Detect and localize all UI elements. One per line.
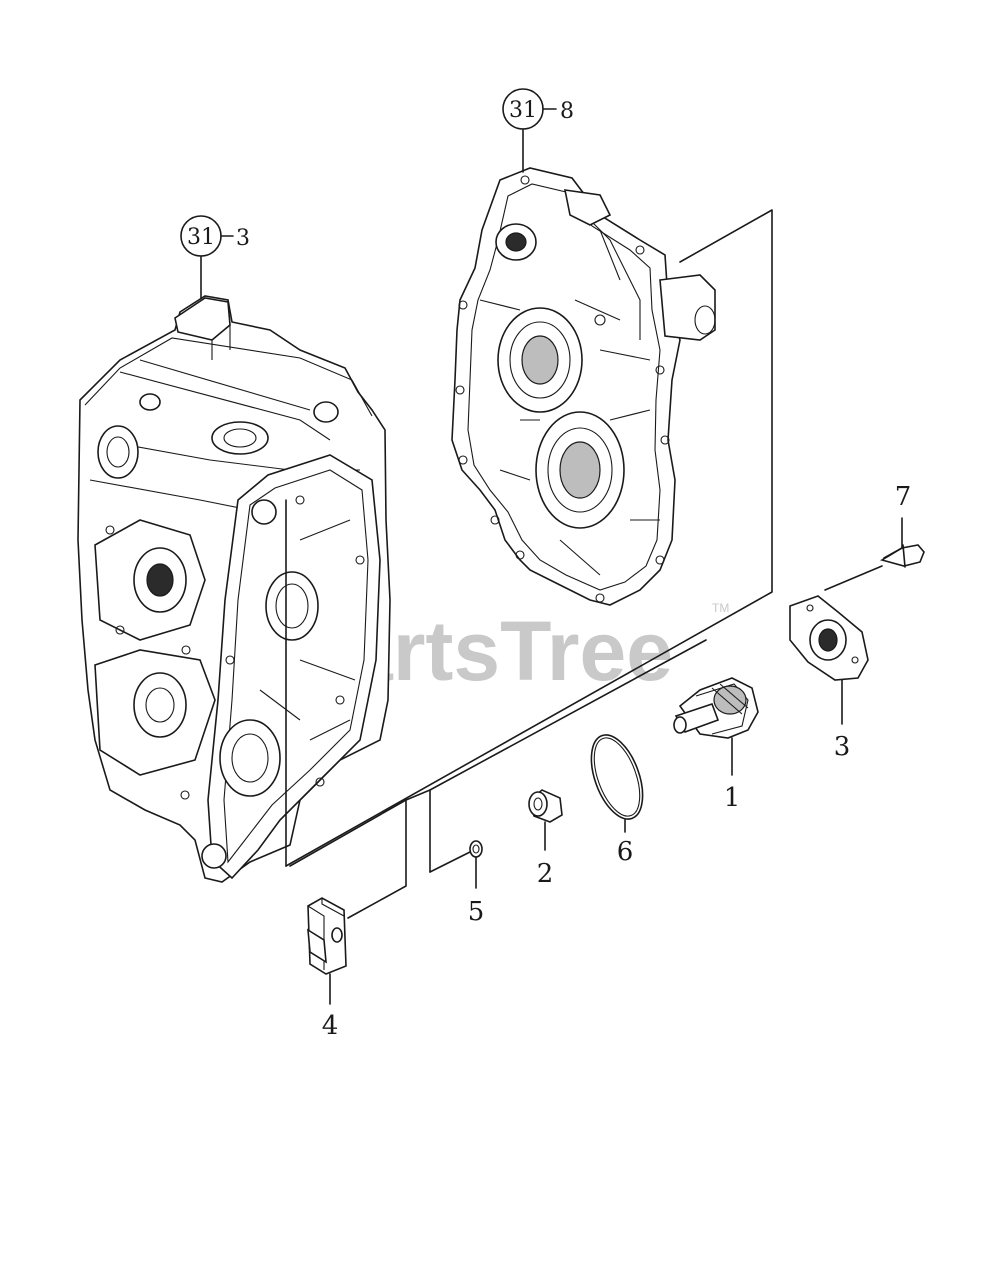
part-1-shaft-assembly[interactable]: 1	[673, 677, 759, 813]
part-2-bushing[interactable]: 2	[528, 789, 563, 889]
part-5-label: 5	[468, 897, 485, 927]
part-4-label: 4	[322, 1011, 339, 1041]
part-5-washer[interactable]: 5	[468, 840, 485, 927]
part-2-label: 2	[537, 859, 554, 889]
part-7-label: 7	[895, 482, 912, 512]
crankcase-illustration	[77, 295, 391, 883]
crankcase-callout-item: 3	[236, 226, 250, 251]
assembly-guide-lines	[285, 209, 773, 919]
crankcase-callout-page: 31	[187, 225, 215, 250]
part-4-block[interactable]: 4	[307, 897, 347, 1041]
part-3-label: 3	[834, 732, 851, 762]
front-cover-callout[interactable]: 31 8	[502, 88, 574, 173]
front-cover-callout-item: 8	[560, 99, 574, 124]
front-cover-callout-page: 31	[509, 98, 537, 123]
crankcase-callout[interactable]: 31 3	[180, 215, 250, 299]
part-6-o-ring[interactable]: 6	[581, 728, 652, 867]
watermark-trademark: TM	[712, 601, 729, 615]
part-7-bolt[interactable]: 7	[824, 482, 925, 591]
front-cover-illustration	[451, 167, 716, 606]
part-3-flange[interactable]: 3	[789, 595, 869, 762]
part-6-label: 6	[617, 837, 634, 867]
part-1-label: 1	[724, 783, 741, 813]
